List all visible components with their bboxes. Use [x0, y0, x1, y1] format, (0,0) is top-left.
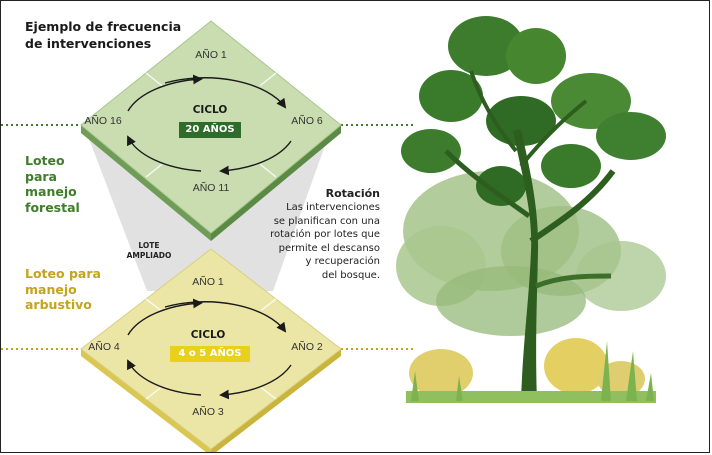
rotation-line: permite el descanso	[278, 242, 380, 254]
shrub-diamond-right-side	[211, 349, 341, 452]
shrub-lot-label: Loteo para manejo arbustivo	[25, 266, 101, 313]
forest-label-line: para	[25, 168, 57, 184]
forest-year-bottom: AÑO 11	[192, 182, 230, 194]
forest-cycle-arrow-icon	[164, 77, 287, 109]
rotation-line: y recuperación	[305, 256, 380, 267]
rotation-title: Rotación	[325, 187, 380, 200]
shrub-cycle-label: CICLO	[190, 329, 226, 341]
forest-year-top: AÑO 1	[195, 49, 227, 61]
forest-diamond-right-side	[211, 125, 341, 241]
diagram-title: Ejemplo de frecuencia de intervenciones	[25, 18, 181, 52]
tree-illustration	[396, 16, 666, 403]
shrub-cycle-arrow-icon	[164, 301, 287, 333]
shrub-diamond-left-side	[81, 349, 211, 452]
forest-year-right: AÑO 6	[291, 115, 323, 127]
forest-cycle-label: CICLO	[192, 104, 228, 116]
rotation-line: del bosque.	[321, 269, 380, 281]
lote-ampliado-line: AMPLIADO	[126, 251, 172, 260]
forest-diamond-left-side	[81, 125, 211, 241]
shrub-cycle-badge: 4 o 5 AÑOS	[170, 346, 250, 362]
forest-cycle-badge: 20 AÑOS	[179, 122, 241, 138]
shrub-year-bottom: AÑO 3	[192, 406, 224, 418]
shrub-label-line: manejo	[25, 281, 77, 297]
shrub-year-left: AÑO 4	[88, 341, 120, 353]
shrub-label-line: Loteo para	[25, 266, 101, 281]
shrub-label-line: arbustivo	[25, 297, 92, 312]
forest-year-left: AÑO 16	[84, 115, 122, 127]
lote-ampliado-line: LOTE	[138, 241, 160, 250]
title-line: de intervenciones	[25, 36, 152, 51]
shrub-year-right: AÑO 2	[291, 341, 323, 353]
shrub-year-top: AÑO 1	[192, 276, 224, 288]
rotation-note: Rotación Las intervenciones se planifica…	[256, 187, 380, 282]
title-line: Ejemplo de frecuencia	[25, 19, 182, 34]
lote-ampliado-label: LOTE AMPLIADO	[119, 241, 179, 261]
forest-label-line: Loteo	[25, 153, 65, 168]
rotation-line: Las intervenciones	[286, 202, 380, 213]
rotation-line: rotación por lotes que	[270, 229, 380, 240]
forest-lot-label: Loteo para manejo forestal	[25, 153, 80, 215]
forest-label-line: manejo	[25, 184, 77, 199]
rotation-line: se planifican con una	[273, 215, 380, 227]
forest-label-line: forestal	[25, 199, 80, 215]
